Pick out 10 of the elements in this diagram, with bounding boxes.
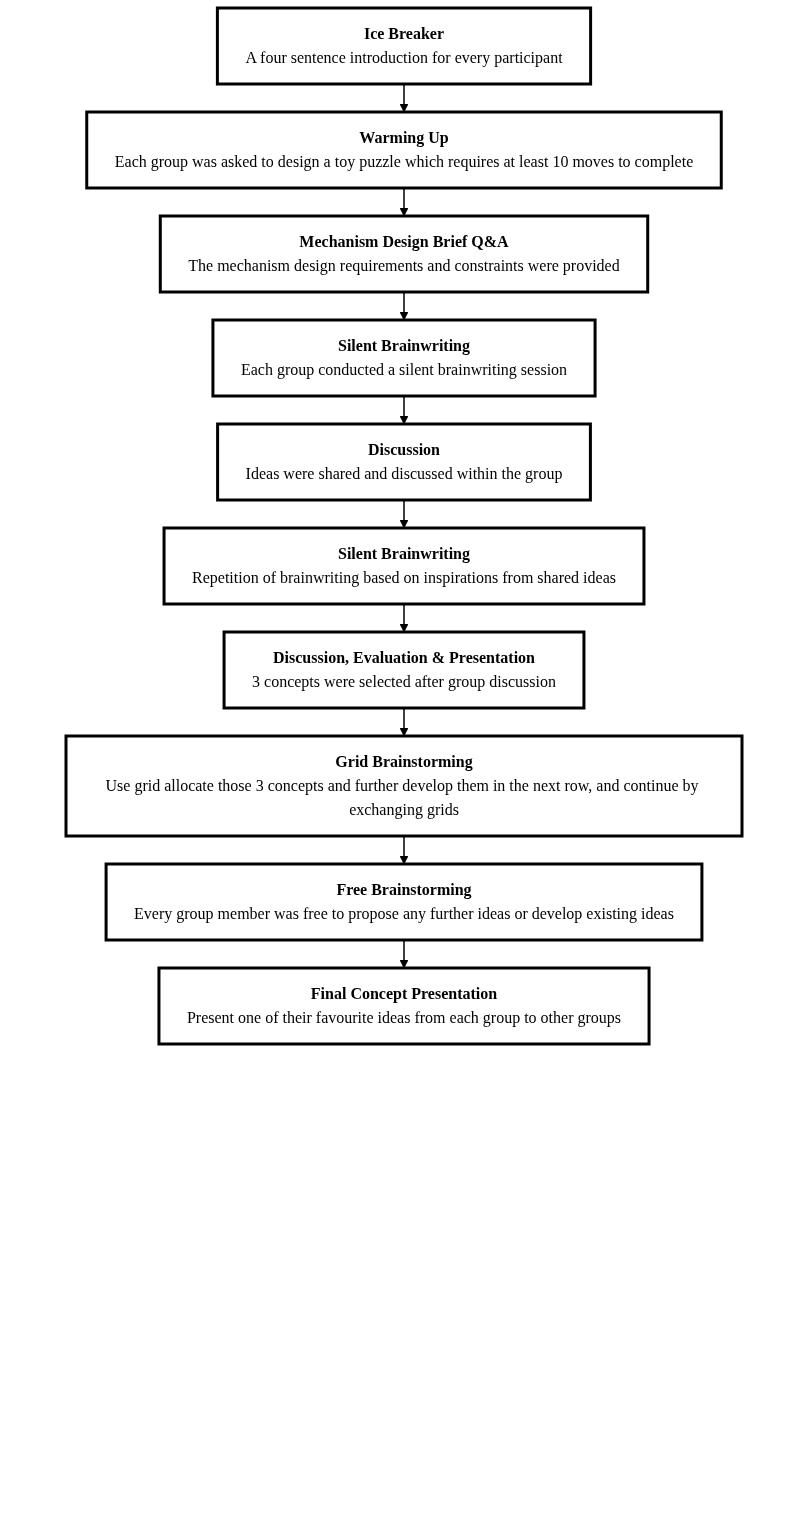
node-box: Final Concept Presentation Present one of their favourite ideas from each group to other groups: [157, 966, 651, 1046]
node-box: Discussion, Evaluation & Presentation 3 concepts were selected after group discussion: [222, 630, 586, 710]
node-box: Silent Brainwriting Repetition of brainwriting based on inspirations from shared ideas: [162, 526, 646, 606]
node-box: Discussion Ideas were shared and discussed within the group: [216, 422, 592, 502]
node-box: Ice Breaker A four sentence introduction for every participant: [215, 6, 593, 86]
node-box: Warming Up Each group was asked to design a toy puzzle which requires at least 10 moves to complete: [85, 110, 723, 190]
node-box: Silent Brainwriting Each group conducted a silent brainwriting session: [211, 318, 597, 398]
node-box: Mechanism Design Brief Q&A The mechanism design requirements and constraints were provided: [158, 214, 650, 294]
node-box: Grid Brainstorming Use grid allocate those 3 concepts and further develop them in the next row, and continue by exchanging grids: [64, 734, 744, 838]
node-box: Free Brainstorming Every group member was free to propose any further ideas or develop existing ideas: [104, 862, 704, 942]
